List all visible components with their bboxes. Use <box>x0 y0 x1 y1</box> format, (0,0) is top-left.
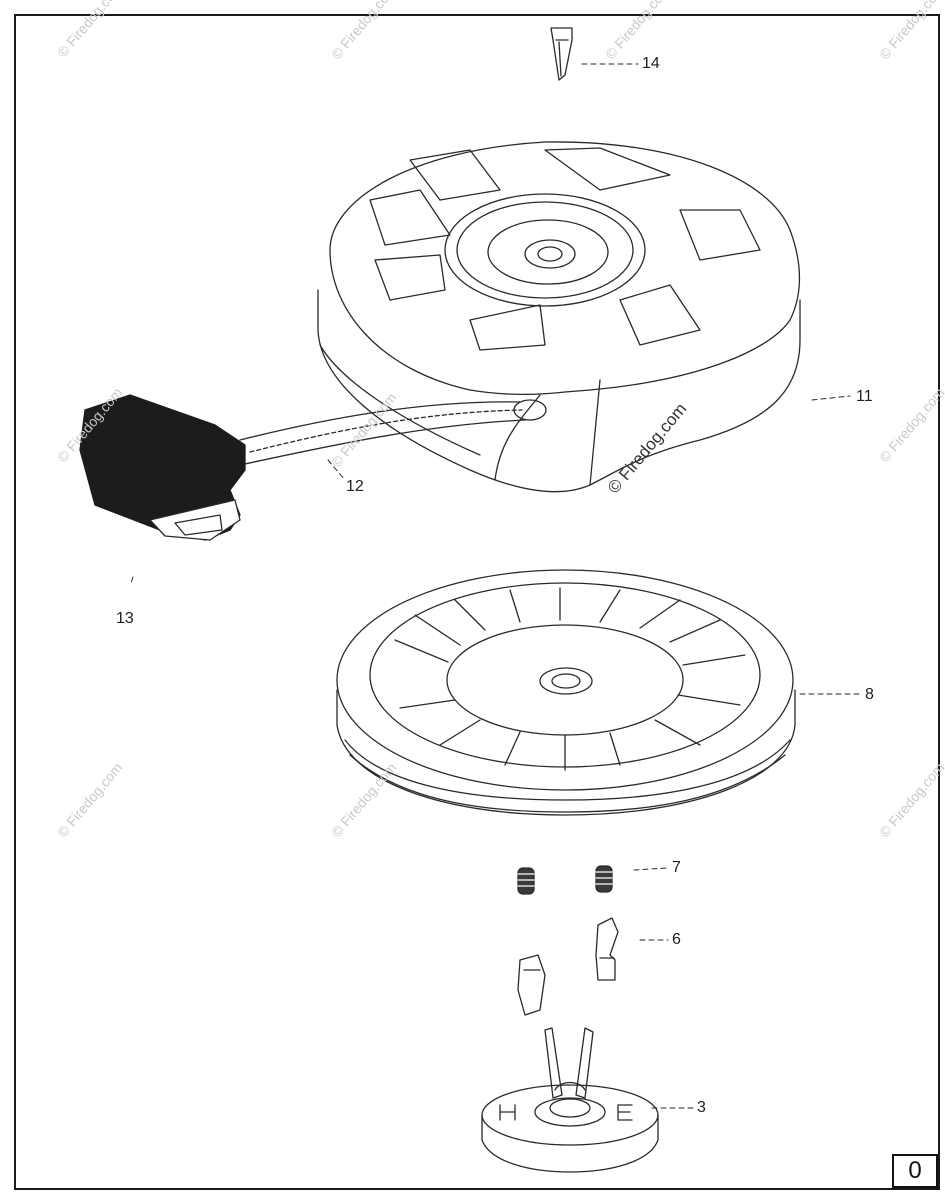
leader-7 <box>633 867 668 871</box>
part-13-handle <box>79 394 246 541</box>
part-3-retainer <box>481 1027 659 1173</box>
leader-13 <box>130 576 134 584</box>
callout-13: 13 <box>116 610 134 627</box>
callout-8: 8 <box>865 686 874 703</box>
part-12-rope <box>239 401 526 466</box>
callout-6: 6 <box>672 931 681 948</box>
callout-14: 14 <box>642 55 660 72</box>
diagram-frame <box>14 14 940 1190</box>
callout-3: 3 <box>697 1099 706 1116</box>
callout-7: 7 <box>672 859 681 876</box>
leader-11 <box>811 395 851 401</box>
callout-11: 11 <box>856 388 873 405</box>
callout-12: 12 <box>346 478 364 495</box>
part-7-springs <box>517 865 613 895</box>
part-11-starter-housing <box>317 141 801 493</box>
page-number-box: 0 <box>892 1154 938 1188</box>
part-14-pin <box>550 27 573 81</box>
leader-lines <box>130 63 863 1109</box>
leader-12 <box>327 459 346 481</box>
part-8-pulley <box>336 569 796 816</box>
part-6-pawls <box>517 917 619 1016</box>
